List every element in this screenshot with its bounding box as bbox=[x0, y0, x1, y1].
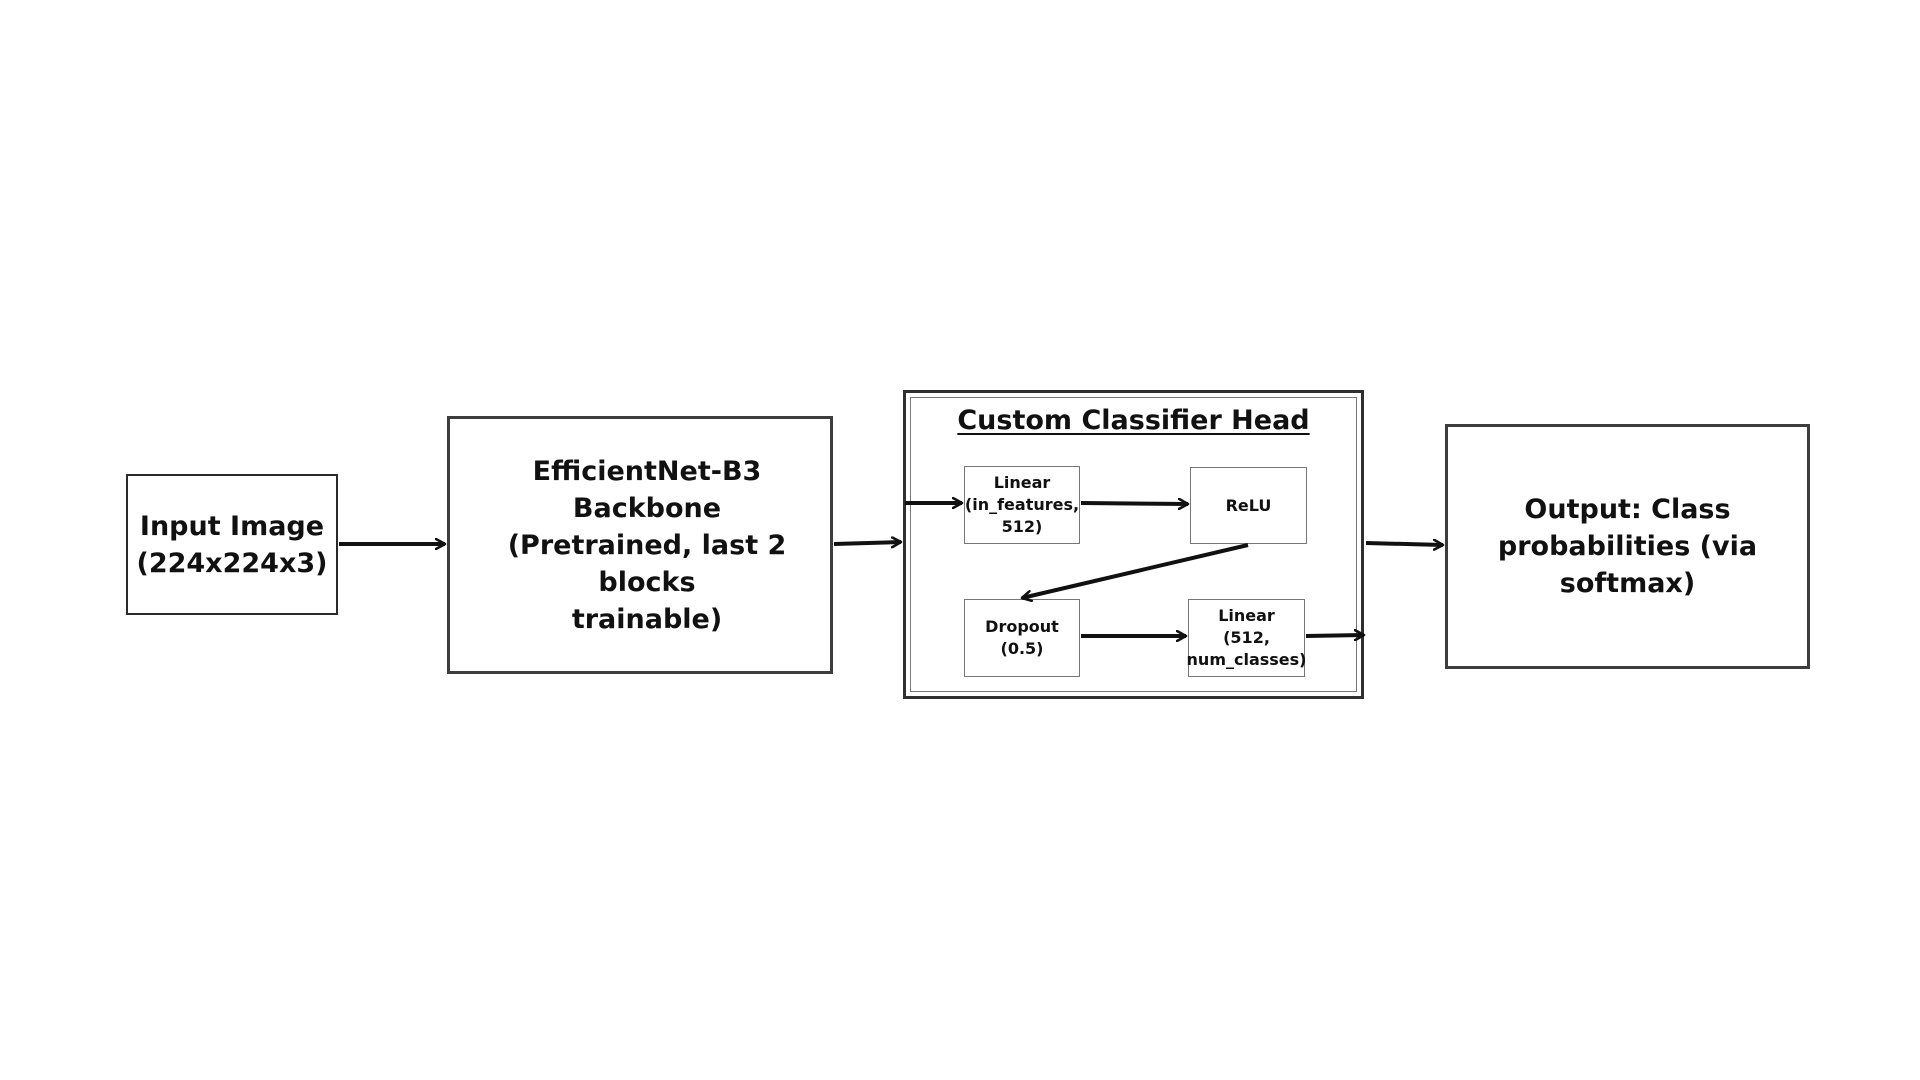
output-node: Output: Class probabilities (via softmax… bbox=[1445, 424, 1810, 669]
input-image-label: Input Image bbox=[139, 510, 325, 542]
linear2-label-line2: (512, bbox=[1223, 628, 1270, 647]
arrow-head-to-output bbox=[1365, 543, 1443, 545]
relu-node: ReLU bbox=[1190, 467, 1307, 544]
arrow-relu-to-dropout bbox=[1022, 543, 1249, 598]
dropout-label-line1: Dropout bbox=[985, 617, 1059, 636]
classifier-head-title: Custom Classifier Head bbox=[957, 405, 1310, 436]
backbone-label-line2: (Pretrained, last 2 blocks bbox=[507, 529, 787, 598]
arrow-linear1-to-relu bbox=[1080, 503, 1188, 504]
dropout-node: Dropout (0.5) bbox=[964, 599, 1080, 677]
output-label-line2: probabilities (via bbox=[1497, 531, 1758, 562]
linear1-node: Linear (in_features, 512) bbox=[964, 466, 1080, 544]
arrow-linear2-to-head-exit bbox=[1305, 635, 1364, 636]
input-image-shape: (224x224x3) bbox=[136, 547, 328, 579]
linear1-label-line2: (in_features, bbox=[964, 495, 1080, 514]
linear2-label-line1: Linear bbox=[1218, 606, 1275, 625]
relu-label: ReLU bbox=[1225, 495, 1272, 515]
input-image-node: Input Image (224x224x3) bbox=[126, 474, 338, 615]
linear1-label-line3: 512) bbox=[1001, 517, 1043, 536]
dropout-label-line2: (0.5) bbox=[1000, 639, 1044, 658]
backbone-label-line1: EfficientNet-B3 Backbone bbox=[532, 455, 762, 524]
backbone-node: EfficientNet-B3 Backbone (Pretrained, la… bbox=[447, 416, 833, 674]
linear2-label-line3: num_classes) bbox=[1186, 650, 1307, 669]
arrow-backbone-to-head bbox=[833, 542, 901, 544]
linear1-label-line1: Linear bbox=[993, 473, 1051, 492]
backbone-label-line3: trainable) bbox=[571, 603, 723, 635]
output-label-line3: softmax) bbox=[1559, 568, 1696, 599]
linear2-node: Linear (512, num_classes) bbox=[1186, 599, 1307, 677]
output-label-line1: Output: Class bbox=[1524, 494, 1731, 525]
